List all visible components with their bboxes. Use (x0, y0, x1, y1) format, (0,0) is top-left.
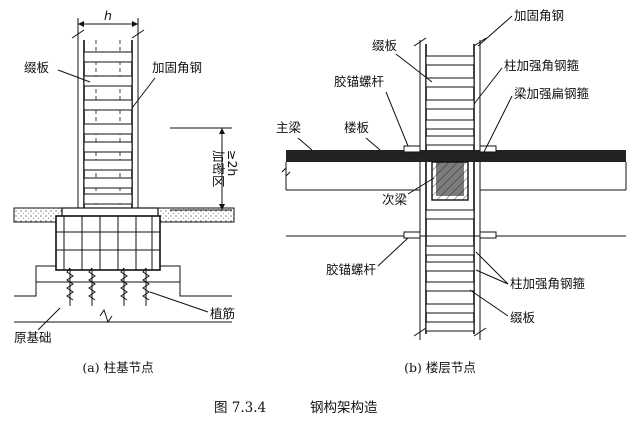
secondary-beam (431, 161, 469, 201)
label-col-hoop-bottom: 柱加强角钢箍 (510, 276, 586, 291)
label-angle-steel: 加固角钢 (152, 60, 202, 75)
label-col-hoop-top: 柱加强角钢箍 (504, 58, 580, 73)
dense-zone-dimension: 加密区 ≥2h (170, 127, 240, 211)
batten-plates (83, 51, 133, 205)
label-slab: 楼板 (344, 120, 370, 135)
label-dense-value: ≥2h (225, 150, 240, 176)
floor-joint-diagram: 加固角钢 缀板 胶锚螺杆 柱加强角钢箍 梁加强扁钢箍 主梁 楼板 次梁 胶锚螺杆… (276, 8, 627, 375)
planted-bars (66, 267, 150, 306)
column-base-block (55, 215, 161, 271)
anchor-bolts (403, 145, 497, 239)
label-batten-bottom: 缀板 (510, 310, 536, 325)
caption-b: (b) 楼层节点 (404, 360, 476, 375)
label-batten-right: 缀板 (372, 38, 398, 53)
batten-plates-upper (425, 55, 475, 146)
dimension-h: h (77, 8, 139, 30)
caption-a: (a) 柱基节点 (82, 360, 153, 375)
label-main-beam: 主梁 (276, 120, 302, 135)
dimension-h-label: h (104, 8, 112, 23)
label-dense-zone: 加密区 (211, 150, 226, 188)
label-anchor-bolt-bottom: 胶锚螺杆 (326, 262, 377, 277)
label-anchor-bolt-top: 胶锚螺杆 (334, 74, 385, 89)
label-planted-bar: 植筋 (210, 306, 235, 321)
label-batten: 缀板 (24, 60, 50, 75)
batten-plates-lower (425, 209, 475, 332)
label-angle-steel-right: 加固角钢 (514, 8, 564, 23)
label-foundation: 原基础 (14, 330, 52, 345)
label-beam-hoop: 梁加强扁钢箍 (514, 86, 590, 101)
main-beam (281, 150, 627, 191)
original-foundation (14, 265, 232, 324)
figure-title: 钢构架构造 (310, 400, 378, 416)
column-base-joint-diagram: h 缀板 加固角钢 (13, 8, 240, 375)
label-secondary-beam: 次梁 (382, 192, 408, 207)
figure-number: 图 7.3.4 (214, 400, 266, 416)
